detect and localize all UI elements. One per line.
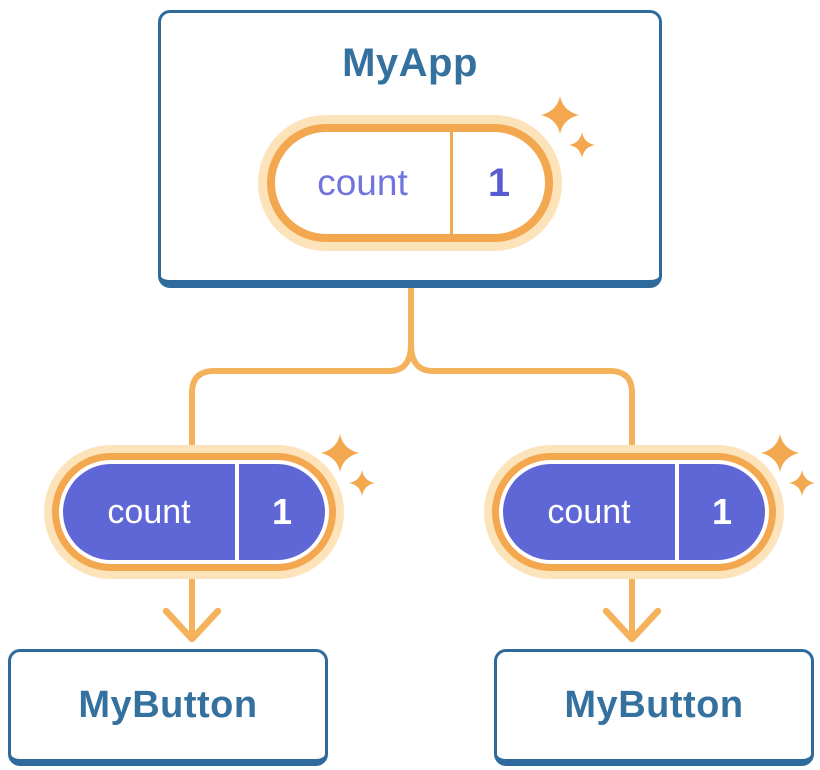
sparkle-icon [541, 96, 595, 158]
state-value: 1 [711, 491, 733, 532]
root-state-pill: count 1 [258, 115, 562, 251]
right-state-pill-ring: count 1 [492, 453, 776, 571]
state-divider [450, 132, 453, 234]
root-component-card: MyApp count 1 [158, 10, 662, 288]
state-divider [675, 464, 679, 560]
right-component-card: MyButton [494, 649, 814, 766]
sparkle-icon [321, 434, 375, 496]
sparkle-icon [761, 434, 815, 496]
left-state-pill-body: count 1 [63, 464, 325, 560]
connector-left-branch [189, 341, 414, 636]
state-name: count [107, 492, 191, 531]
state-name: count [317, 162, 408, 203]
left-component-title: MyButton [78, 684, 258, 726]
left-state-pill: count 1 [44, 445, 344, 579]
state-name: count [547, 492, 631, 531]
root-state-pill-body: count 1 [267, 124, 553, 242]
right-state-pill-body: count 1 [503, 464, 765, 560]
arrowhead-down-right-icon [602, 607, 662, 643]
arrowhead-down-left-icon [162, 607, 222, 643]
state-divider [235, 464, 239, 560]
right-state-pill: count 1 [484, 445, 784, 579]
right-component-title: MyButton [564, 684, 744, 726]
state-value: 1 [271, 491, 293, 532]
root-component-title: MyApp [342, 41, 478, 85]
left-component-card: MyButton [8, 649, 328, 766]
left-state-pill-ring: count 1 [52, 453, 336, 571]
state-value: 1 [487, 160, 511, 205]
connector-right-branch [408, 341, 635, 636]
